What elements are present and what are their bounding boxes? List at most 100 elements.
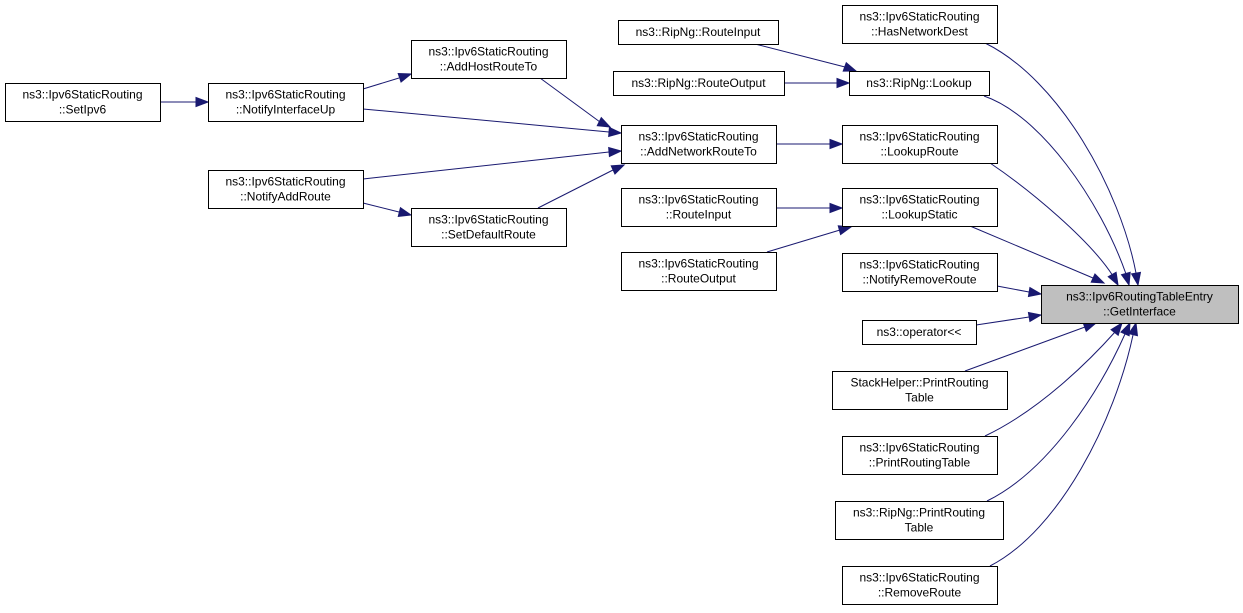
node-addnetworkrouteto[interactable]: ns3::Ipv6StaticRouting::AddNetworkRouteT… bbox=[621, 125, 777, 164]
node-static-routeoutput[interactable]: ns3::Ipv6StaticRouting::RouteOutput bbox=[621, 252, 777, 291]
node-ripng-routeinput[interactable]: ns3::RipNg::RouteInput bbox=[618, 20, 779, 45]
node-label: ns3::Ipv6StaticRouting bbox=[428, 45, 548, 59]
node-box bbox=[618, 20, 779, 45]
node-label: ns3::Ipv6StaticRouting bbox=[428, 213, 548, 227]
node-notifyaddroute[interactable]: ns3::Ipv6StaticRouting::NotifyAddRoute bbox=[208, 170, 364, 209]
edge-ripng-routeoutput-to-ripng-lookup bbox=[784, 77, 851, 89]
arrowhead-icon bbox=[397, 72, 413, 83]
node-label: ns3::Ipv6StaticRouting bbox=[638, 130, 758, 144]
edge-addnetworkrouteto-to-lookuproute bbox=[776, 138, 844, 150]
node-getinterface[interactable]: ns3::Ipv6RoutingTableEntry::GetInterface bbox=[1041, 285, 1239, 324]
node-label: ::SetDefaultRoute bbox=[441, 228, 536, 242]
edge-ripng-print-to-getinterface bbox=[986, 321, 1131, 502]
arrowhead-icon bbox=[837, 225, 853, 236]
arrowhead-icon bbox=[596, 116, 612, 128]
arrowhead-icon bbox=[195, 96, 210, 108]
edge-line bbox=[362, 77, 400, 90]
node-label: ns3::Ipv6StaticRouting bbox=[22, 88, 142, 102]
edge-line bbox=[539, 77, 601, 123]
node-box bbox=[862, 320, 977, 345]
arrowhead-icon bbox=[1120, 271, 1131, 287]
arrowhead-icon bbox=[829, 202, 844, 214]
node-label: ::NotifyAddRoute bbox=[240, 190, 331, 204]
edge-line bbox=[986, 333, 1126, 502]
node-label: ns3::Ipv6StaticRouting bbox=[859, 571, 979, 585]
edge-line bbox=[989, 334, 1134, 567]
node-label: ns3::RipNg::PrintRouting bbox=[853, 506, 985, 520]
node-label: ::HasNetworkDest bbox=[871, 25, 968, 39]
node-label: ::PrintRoutingTable bbox=[869, 456, 971, 470]
node-label: ns3::Ipv6StaticRouting bbox=[859, 441, 979, 455]
edge-static-print-to-getinterface bbox=[984, 321, 1123, 437]
edge-notifyremoveroute-to-getinterface bbox=[996, 285, 1043, 298]
arrowhead-icon bbox=[608, 146, 623, 158]
node-stackhelper-print[interactable]: StackHelper::PrintRoutingTable bbox=[832, 371, 1008, 410]
node-label: Table bbox=[905, 391, 934, 405]
edge-line bbox=[975, 316, 1030, 326]
edge-line bbox=[362, 151, 610, 180]
arrowhead-icon bbox=[1027, 311, 1043, 323]
node-box bbox=[208, 83, 364, 122]
node-removeroute[interactable]: ns3::Ipv6StaticRouting::RemoveRoute bbox=[842, 566, 998, 605]
edge-notifyinterfaceup-to-addnetworkrouteto bbox=[362, 108, 623, 138]
edge-ripng-lookup-to-getinterface bbox=[983, 95, 1131, 287]
arrowhead-icon bbox=[610, 164, 626, 175]
node-label: ::AddNetworkRouteTo bbox=[640, 145, 757, 159]
node-box bbox=[842, 5, 998, 44]
node-label: ::RouteOutput bbox=[661, 272, 736, 286]
edge-ripng-routeinput-to-ripng-lookup bbox=[754, 43, 858, 72]
node-label: ::RemoveRoute bbox=[878, 586, 962, 600]
node-static-routeinput[interactable]: ns3::Ipv6StaticRouting::RouteInput bbox=[621, 188, 777, 227]
node-box bbox=[832, 371, 1008, 410]
edge-setdefaultroute-to-addnetworkrouteto bbox=[537, 164, 626, 209]
node-addhostrouteto[interactable]: ns3::Ipv6StaticRouting::AddHostRouteTo bbox=[411, 40, 567, 79]
node-box bbox=[835, 501, 1004, 540]
edge-line bbox=[983, 95, 1127, 275]
edge-hasnetworkdest-to-getinterface bbox=[984, 42, 1142, 287]
edge-lookupstatic-to-getinterface bbox=[969, 225, 1106, 284]
node-setipv6[interactable]: ns3::Ipv6StaticRouting::SetIpv6 bbox=[5, 83, 161, 122]
arrowhead-icon bbox=[1107, 271, 1119, 287]
node-box bbox=[613, 71, 785, 96]
node-label: StackHelper::PrintRouting bbox=[850, 376, 988, 390]
node-operator[interactable]: ns3::operator<< bbox=[862, 320, 977, 345]
edge-line bbox=[362, 108, 610, 133]
node-box bbox=[842, 436, 998, 475]
node-notifyinterfaceup[interactable]: ns3::Ipv6StaticRouting::NotifyInterfaceU… bbox=[208, 83, 364, 122]
node-lookupstatic[interactable]: ns3::Ipv6StaticRouting::LookupStatic bbox=[842, 188, 998, 227]
node-label: ::NotifyInterfaceUp bbox=[236, 103, 336, 117]
node-label: ns3::operator<< bbox=[877, 325, 962, 339]
node-label: ns3::RipNg::Lookup bbox=[866, 76, 972, 90]
edge-addhostrouteto-to-addnetworkrouteto bbox=[539, 77, 612, 128]
edge-notifyaddroute-to-addnetworkrouteto bbox=[362, 146, 623, 180]
node-notifyremoveroute[interactable]: ns3::Ipv6StaticRouting::NotifyRemoveRout… bbox=[842, 253, 998, 292]
node-label: ::NotifyRemoveRoute bbox=[862, 273, 976, 287]
edge-line bbox=[996, 285, 1030, 293]
edge-line bbox=[964, 326, 1086, 372]
edge-line bbox=[362, 202, 400, 213]
node-hasnetworkdest[interactable]: ns3::Ipv6StaticRouting::HasNetworkDest bbox=[842, 5, 998, 44]
node-setdefaultroute[interactable]: ns3::Ipv6StaticRouting::SetDefaultRoute bbox=[411, 208, 567, 247]
node-box bbox=[842, 566, 998, 605]
edge-line bbox=[984, 331, 1116, 437]
edge-line bbox=[969, 225, 1094, 279]
node-label: ns3::RipNg::RouteInput bbox=[636, 25, 761, 39]
arrowhead-icon bbox=[1110, 321, 1123, 337]
node-label: Table bbox=[905, 521, 934, 535]
node-box bbox=[842, 188, 998, 227]
node-box bbox=[842, 125, 998, 164]
edge-line bbox=[754, 43, 846, 68]
node-ripng-print[interactable]: ns3::RipNg::PrintRoutingTable bbox=[835, 501, 1004, 540]
node-static-print[interactable]: ns3::Ipv6StaticRouting::PrintRoutingTabl… bbox=[842, 436, 998, 475]
node-lookuproute[interactable]: ns3::Ipv6StaticRouting::LookupRoute bbox=[842, 125, 998, 164]
edge-lookuproute-to-getinterface bbox=[989, 162, 1119, 287]
node-label: ns3::Ipv6StaticRouting bbox=[859, 130, 979, 144]
edge-static-routeoutput-to-lookupstatic bbox=[766, 225, 853, 253]
node-ripng-routeoutput[interactable]: ns3::RipNg::RouteOutput bbox=[613, 71, 785, 96]
node-label: ::RouteInput bbox=[666, 208, 732, 222]
arrowhead-icon bbox=[1127, 321, 1139, 337]
node-ripng-lookup[interactable]: ns3::RipNg::Lookup bbox=[849, 71, 990, 96]
node-label: ns3::Ipv6StaticRouting bbox=[859, 258, 979, 272]
node-label: ns3::Ipv6StaticRouting bbox=[638, 257, 758, 271]
